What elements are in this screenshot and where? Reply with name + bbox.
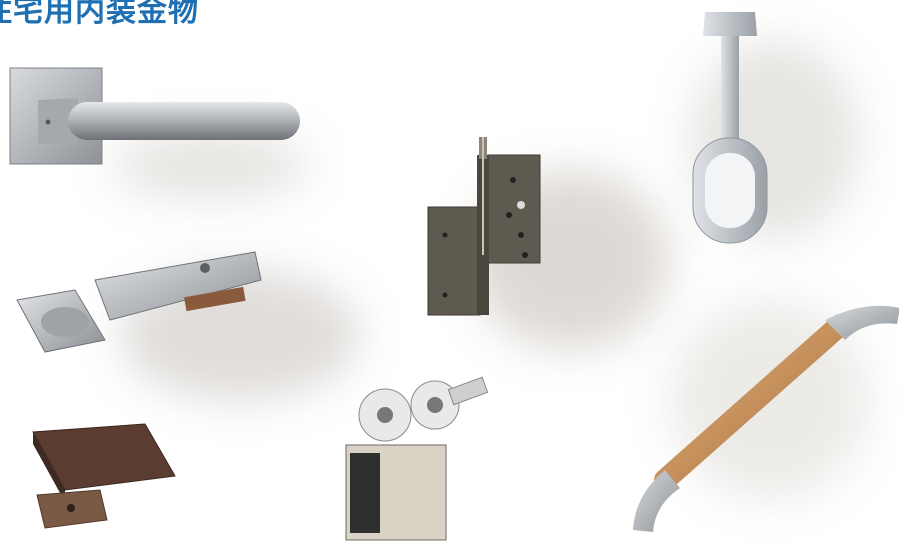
- shadow-lever-handle: [110, 130, 310, 200]
- sliding-door-roller-image: [345, 376, 489, 541]
- concealed-hinge-image: [16, 251, 262, 353]
- lever-handle-image: [9, 67, 300, 165]
- wardrobe-rod-bracket-image: [692, 12, 768, 244]
- grab-bar-image: [633, 305, 899, 532]
- magnetic-catch-image: [32, 423, 176, 529]
- page-title: 住宅用内装金物: [0, 0, 199, 29]
- hinge-image: [427, 137, 541, 316]
